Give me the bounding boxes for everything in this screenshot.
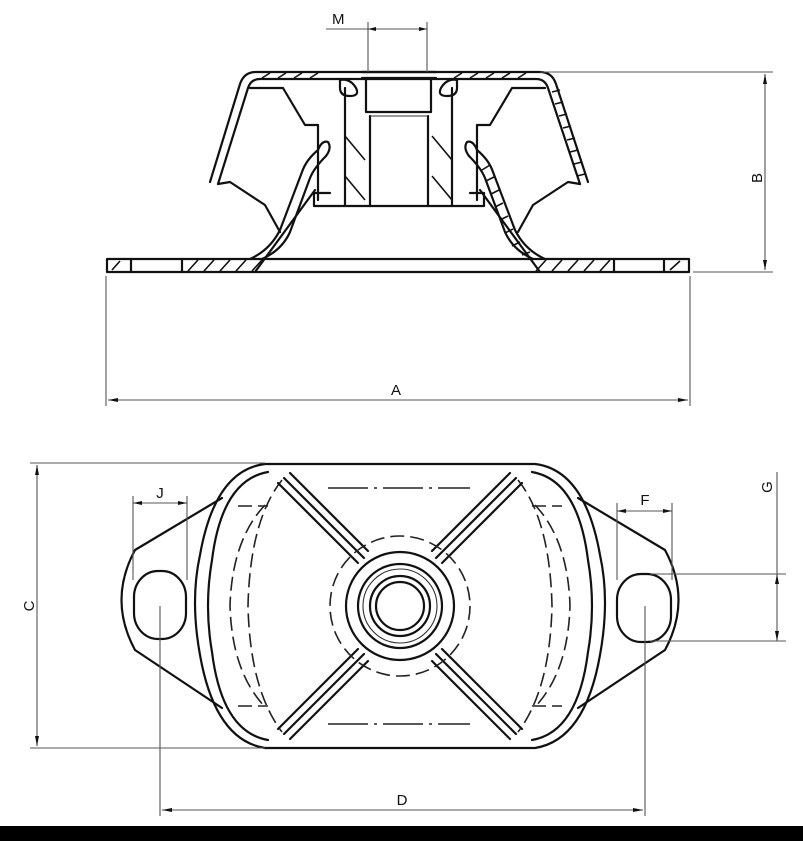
label-g: G — [759, 481, 776, 493]
top-cap-hatching — [261, 72, 527, 79]
label-a: A — [391, 382, 401, 399]
dimension-g: G — [650, 472, 786, 642]
dimension-f: F — [616, 492, 673, 580]
label-f: F — [640, 492, 649, 509]
dimension-a: A — [105, 276, 691, 406]
dimension-m: M — [326, 11, 428, 72]
ribs — [276, 471, 524, 741]
footer-bar — [0, 826, 803, 841]
label-m: M — [332, 11, 345, 28]
dimension-c: C — [21, 462, 265, 749]
label-c: C — [21, 600, 38, 611]
right-shell-hatching — [481, 164, 531, 256]
right-cap-hatching — [551, 89, 586, 177]
label-j: J — [156, 485, 164, 502]
dimension-b: B — [540, 71, 773, 273]
label-b: B — [749, 173, 766, 183]
section-view — [105, 70, 691, 274]
label-d: D — [397, 792, 408, 809]
dimension-d: D — [159, 606, 646, 816]
base-hatching — [111, 259, 681, 272]
dimension-j: J — [132, 485, 188, 580]
plan-view — [120, 462, 680, 750]
